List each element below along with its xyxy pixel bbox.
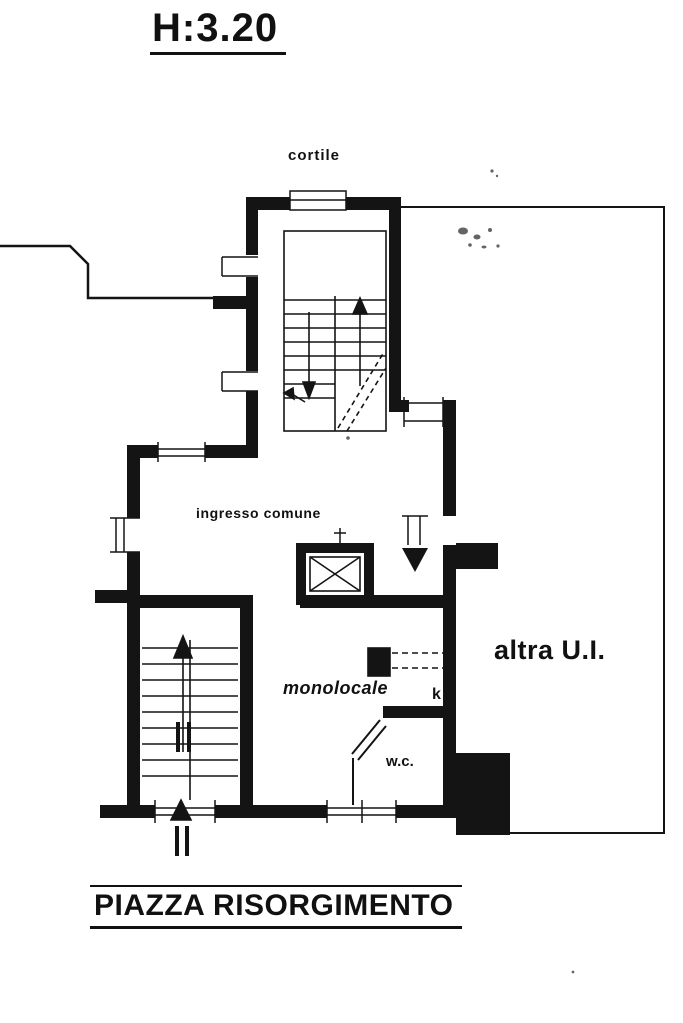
cortile-label: cortile (288, 147, 341, 164)
adjacent-building-outline (0, 244, 214, 300)
exit-arrow-head (282, 386, 295, 401)
monolocale-label: monolocale (283, 678, 389, 698)
scan-noise (346, 169, 575, 974)
elevator (296, 528, 374, 605)
windows (110, 190, 444, 823)
kitchenette-label: k (432, 686, 441, 703)
entrance-arrow-head (169, 798, 193, 821)
wc-label: w.c. (386, 753, 414, 770)
door-arrow (402, 548, 428, 572)
ingresso-comune-label: ingresso comune (196, 505, 321, 521)
upper-staircase (282, 230, 387, 432)
altra-ui-label: altra U.I. (494, 635, 606, 665)
lower-staircase (142, 633, 238, 856)
walls (95, 197, 510, 835)
stair-arrow-head (172, 633, 194, 659)
up-arrow-head (351, 296, 369, 315)
altra-ui-outline (399, 206, 665, 834)
street-name-label: PIAZZA RISORGIMENTO (90, 885, 462, 929)
kitchenette (367, 647, 453, 677)
down-arrow-head (301, 381, 317, 401)
ceiling-height-label: H:3.20 (150, 6, 287, 55)
wc-door (351, 719, 387, 805)
